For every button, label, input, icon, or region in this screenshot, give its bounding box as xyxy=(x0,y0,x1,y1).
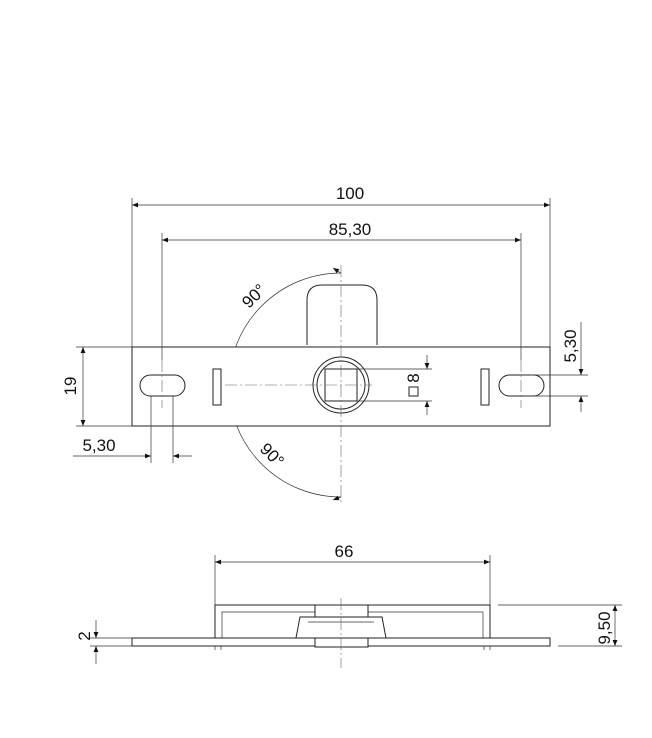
svg-text:19: 19 xyxy=(61,377,80,396)
dim-overall-width: 100 xyxy=(131,184,551,347)
svg-text:8: 8 xyxy=(404,373,423,382)
tab-left xyxy=(212,368,222,406)
slot-left xyxy=(139,374,186,397)
angle-top-label: 90° xyxy=(238,280,270,312)
top-view: 100 85,30 19 5,30 xyxy=(61,184,588,505)
dim-slot-right: 5,30 xyxy=(521,322,588,412)
dim-height: 19 xyxy=(61,346,132,427)
side-hub-top xyxy=(314,604,369,618)
dim-side-width: 66 xyxy=(214,542,491,605)
svg-text:5,30: 5,30 xyxy=(82,436,115,455)
dim-plate-thickness: 2 xyxy=(75,620,132,664)
dim-side-height: 9,50 xyxy=(498,604,622,647)
svg-text:66: 66 xyxy=(335,542,354,561)
svg-text:9,50: 9,50 xyxy=(595,611,614,644)
dim-hole-spacing: 85,30 xyxy=(161,220,522,360)
lug xyxy=(306,284,378,345)
angle-bottom-label: 90° xyxy=(256,439,288,471)
side-hub-bottom xyxy=(314,637,369,648)
tab-right xyxy=(480,368,490,406)
svg-text:5,30: 5,30 xyxy=(561,329,580,362)
svg-text:100: 100 xyxy=(336,184,364,203)
svg-text:85,30: 85,30 xyxy=(329,220,372,239)
side-view: 66 2 9,50 xyxy=(75,542,622,668)
square-symbol xyxy=(408,386,419,397)
slot-right xyxy=(498,374,545,397)
svg-text:2: 2 xyxy=(75,631,94,640)
dim-square: 8 xyxy=(357,355,432,415)
dim-slot-left: 5,30 xyxy=(73,396,192,463)
